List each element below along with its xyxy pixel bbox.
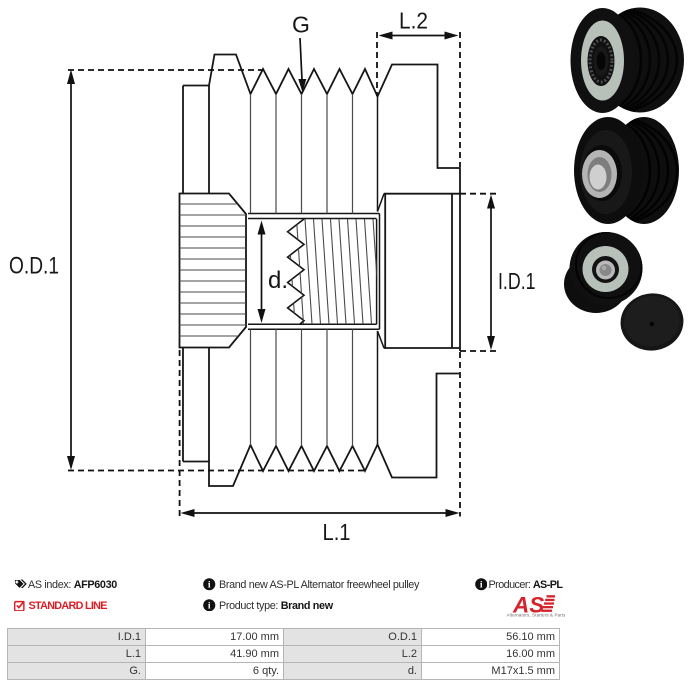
svg-text:AS: AS <box>512 593 544 618</box>
svg-text:L.1: L.1 <box>323 519 351 545</box>
svg-text:Alternators, Starters & Parts: Alternators, Starters & Parts <box>507 613 567 618</box>
svg-text:L.2: L.2 <box>399 7 428 33</box>
svg-text:i: i <box>208 600 211 611</box>
svg-text:i: i <box>479 580 482 591</box>
svg-text:O.D.1: O.D.1 <box>9 253 59 280</box>
svg-text:d.: d. <box>268 267 288 294</box>
svg-text:G: G <box>292 12 310 38</box>
svg-text:I.D.1: I.D.1 <box>498 268 536 294</box>
svg-text:i: i <box>208 580 211 591</box>
